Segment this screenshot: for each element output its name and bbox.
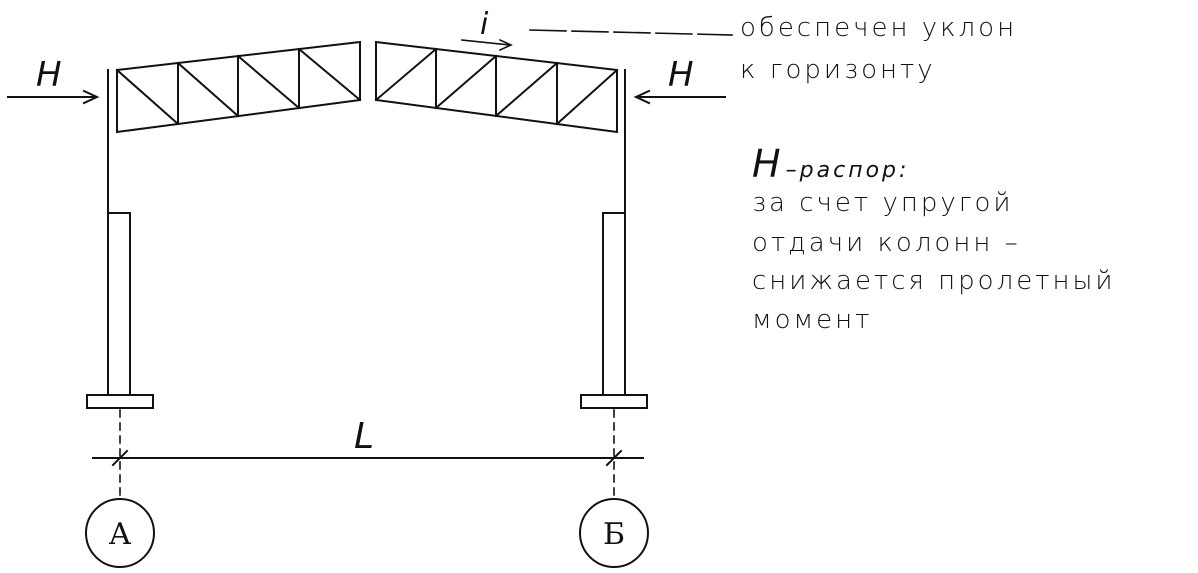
thrust-title-text: –распор: xyxy=(786,158,910,183)
left-column-base xyxy=(86,394,154,409)
left-truss xyxy=(115,40,362,134)
left-force-arrow xyxy=(7,89,100,105)
thrust-note-line-2: отдачи колонн – xyxy=(752,228,1021,258)
thrust-note-line-1: за счет упругой xyxy=(752,188,1014,218)
axis-circle-a xyxy=(85,498,155,568)
span-label: L xyxy=(354,416,374,457)
span-dimension-line xyxy=(92,449,644,467)
slope-label: i xyxy=(480,7,489,42)
thrust-symbol: H xyxy=(752,142,781,186)
right-force-label: H xyxy=(668,55,694,95)
thrust-note-line-4: момент xyxy=(752,305,872,335)
left-force-label: H xyxy=(36,55,62,95)
thrust-note-title: H –распор: xyxy=(752,142,909,186)
thrust-note-line-3: снижается пролетный xyxy=(752,266,1116,296)
left-column xyxy=(107,69,131,396)
axis-circle-b xyxy=(579,498,649,568)
right-column-base xyxy=(580,394,648,409)
axis-label-b: Б xyxy=(603,517,625,552)
right-force-arrow xyxy=(633,89,726,105)
slope-leader-line xyxy=(529,29,733,36)
right-truss xyxy=(374,40,619,134)
slope-note-line-2: к горизонту xyxy=(740,55,936,85)
axis-label-a: А xyxy=(109,517,132,552)
slope-arrow xyxy=(461,38,513,52)
right-column xyxy=(602,69,626,396)
slope-note-line-1: обеспечен уклон xyxy=(740,13,1017,43)
